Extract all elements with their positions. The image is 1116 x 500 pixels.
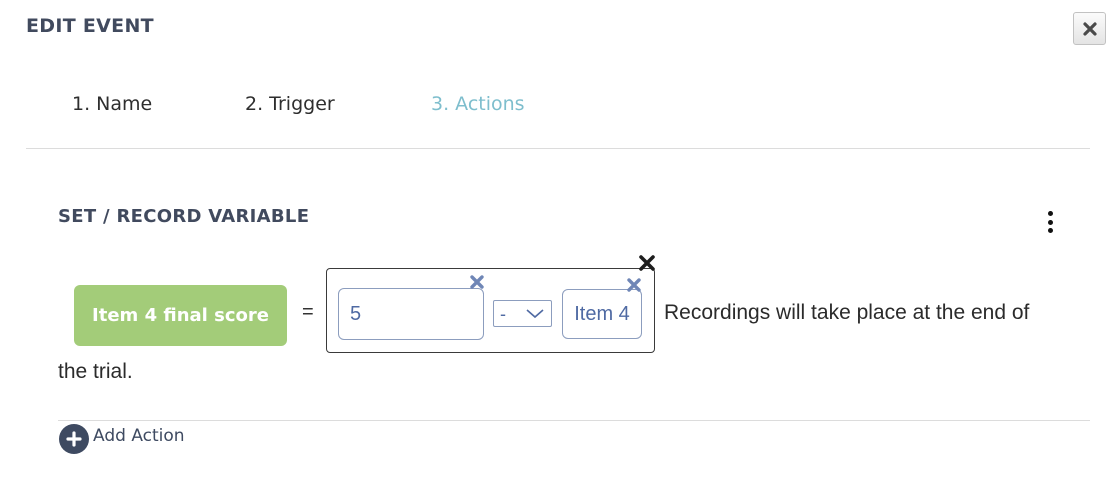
vertical-dots-icon-dot xyxy=(1047,228,1053,233)
action-menu-button[interactable] xyxy=(1038,209,1062,235)
add-action-label: Add Action xyxy=(93,426,185,446)
variable-selector[interactable]: Item 4 final score xyxy=(74,285,287,346)
action-title: SET / RECORD VARIABLE xyxy=(58,206,310,227)
tab-trigger[interactable]: 2. Trigger xyxy=(245,93,335,115)
operator-select[interactable]: - xyxy=(493,300,552,327)
tab-name[interactable]: 1. Name xyxy=(72,93,153,115)
divider xyxy=(26,148,1090,149)
add-action-button[interactable]: Add Action xyxy=(59,424,185,454)
close-button[interactable] xyxy=(1073,12,1106,45)
operator-value: - xyxy=(500,303,506,324)
plus-icon xyxy=(66,431,82,447)
page-title: EDIT EVENT xyxy=(26,15,154,37)
recording-description: Recordings will take place at the end of xyxy=(664,301,1030,324)
remove-operand-button[interactable] xyxy=(467,272,487,292)
chevron-down-icon xyxy=(526,309,544,319)
close-icon xyxy=(639,255,655,271)
operand-variable-chip[interactable]: Item 4 xyxy=(562,289,642,339)
equals-sign: = xyxy=(302,301,314,323)
close-icon xyxy=(1082,21,1097,36)
wizard-tabs: 1. Name 2. Trigger 3. Actions xyxy=(0,93,1116,123)
remove-expression-button[interactable] xyxy=(636,252,658,274)
recording-description-continued: the trial. xyxy=(58,360,133,383)
close-icon xyxy=(627,278,641,292)
plus-circle-icon xyxy=(59,424,89,454)
value-input[interactable] xyxy=(338,288,484,340)
remove-operand-button[interactable] xyxy=(624,275,644,295)
vertical-dots-icon-dot xyxy=(1047,219,1053,225)
divider xyxy=(58,420,1090,421)
close-icon xyxy=(470,275,484,289)
tab-actions[interactable]: 3. Actions xyxy=(431,93,525,115)
vertical-dots-icon xyxy=(1047,211,1053,216)
